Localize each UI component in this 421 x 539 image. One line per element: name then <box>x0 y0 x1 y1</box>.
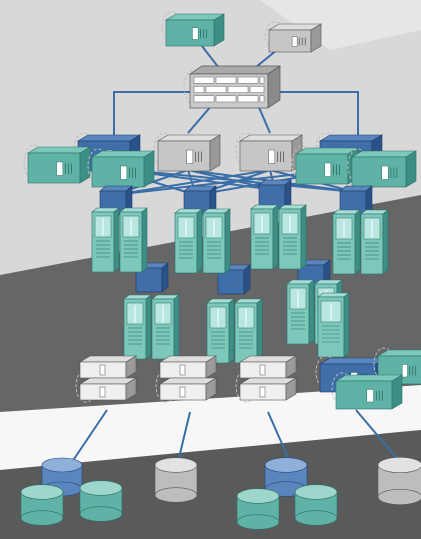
bg-white-band <box>0 385 421 470</box>
db-single-2 <box>154 457 198 503</box>
gray-switch-a <box>153 132 222 172</box>
db-group-3-teal-b <box>294 484 338 526</box>
link-fw-agg-1 <box>113 91 198 135</box>
link-fw-agg-2 <box>187 104 213 134</box>
teal-desktop-right-b <box>347 148 418 188</box>
link-storage-db-1 <box>71 409 108 463</box>
tower-pair-5-a <box>123 294 152 360</box>
db-single-4 <box>377 457 421 505</box>
tower-pair-3-b <box>278 204 307 270</box>
storage-head-4-teal-b <box>331 372 404 410</box>
network-devices <box>20 11 421 530</box>
link-mesh-2-0 <box>113 169 271 196</box>
link-storage-db-2 <box>177 411 191 463</box>
tower-pair-7-c <box>317 292 350 358</box>
tower-pair-1-a <box>91 207 120 273</box>
gray-desktop-server <box>264 21 323 53</box>
link-storage-db-4 <box>355 409 401 463</box>
storage-head-2 <box>155 355 218 403</box>
link-fw-agg-4 <box>278 91 359 140</box>
tower-pair-2-a <box>174 208 203 274</box>
teal-desktop-left-b <box>87 148 156 188</box>
teal-desktop-server <box>161 11 226 47</box>
firewall <box>183 65 282 109</box>
gray-switch-b <box>235 132 304 172</box>
tower-pair-4-b <box>360 209 389 275</box>
blue-access-6 <box>217 264 251 295</box>
tower-pair-5-b <box>151 294 180 360</box>
tower-pair-6-a <box>206 298 235 364</box>
db-group-3-blue <box>264 457 308 497</box>
link-fw-agg-3 <box>257 104 271 134</box>
bg-highlight <box>260 0 421 50</box>
tower-pair-6-b <box>234 298 263 364</box>
storage-head-1 <box>75 355 138 403</box>
tower-pair-3-a <box>250 204 279 270</box>
tower-pair-4-a <box>332 209 361 275</box>
teal-desktop-left-a <box>23 144 92 184</box>
storage-head-3 <box>235 355 298 403</box>
tower-pair-7-a <box>286 279 315 345</box>
blue-access-3 <box>258 179 292 210</box>
blue-access-4 <box>339 185 373 216</box>
db-group-1-teal-b <box>79 480 123 522</box>
tower-pair-2-b <box>202 208 231 274</box>
db-group-1-teal-a <box>20 484 64 526</box>
teal-desktop-right-a <box>291 145 360 185</box>
tower-pair-1-b <box>119 207 148 273</box>
db-group-3-teal-a <box>236 488 280 530</box>
link-storage-db-3 <box>267 411 291 463</box>
